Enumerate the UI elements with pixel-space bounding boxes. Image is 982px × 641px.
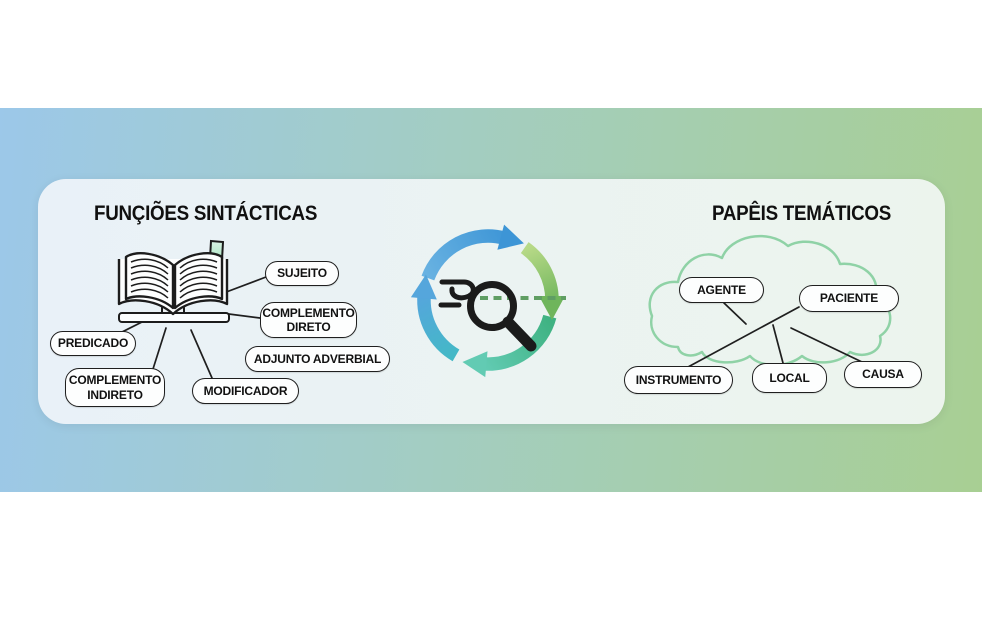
node-complemento-indireto: COMPLEMENTO INDIRETO [65, 368, 165, 407]
cycle-search-icon [410, 224, 566, 378]
node-sujeito: SUJEITO [265, 261, 339, 286]
cycle-arrowheads [410, 224, 565, 378]
node-instrumento: INSTRUMENTO [624, 366, 733, 394]
node-adjunto-adverbial: ADJUNTO ADVERBIAL [245, 346, 390, 372]
node-modificador: MODIFICADOR [192, 378, 299, 404]
right-panel-title: PAPÊIS TEMÁTICOS [712, 202, 891, 226]
node-predicado: PREDICADO [50, 331, 136, 356]
left-panel-title: FUNÇIÕES SINTÁCTICAS [94, 202, 318, 226]
node-local: LOCAL [752, 363, 827, 393]
node-paciente: PACIENTE [799, 285, 899, 312]
open-book-icon [117, 239, 230, 323]
node-causa: CAUSA [844, 361, 922, 388]
node-complemento-direto: COMPLEMENTO DIRETO [260, 302, 357, 338]
node-agente: AGENTE [679, 277, 764, 303]
cycle-arrows [417, 229, 559, 371]
search-icon [438, 279, 566, 352]
s-glyph [438, 279, 476, 308]
